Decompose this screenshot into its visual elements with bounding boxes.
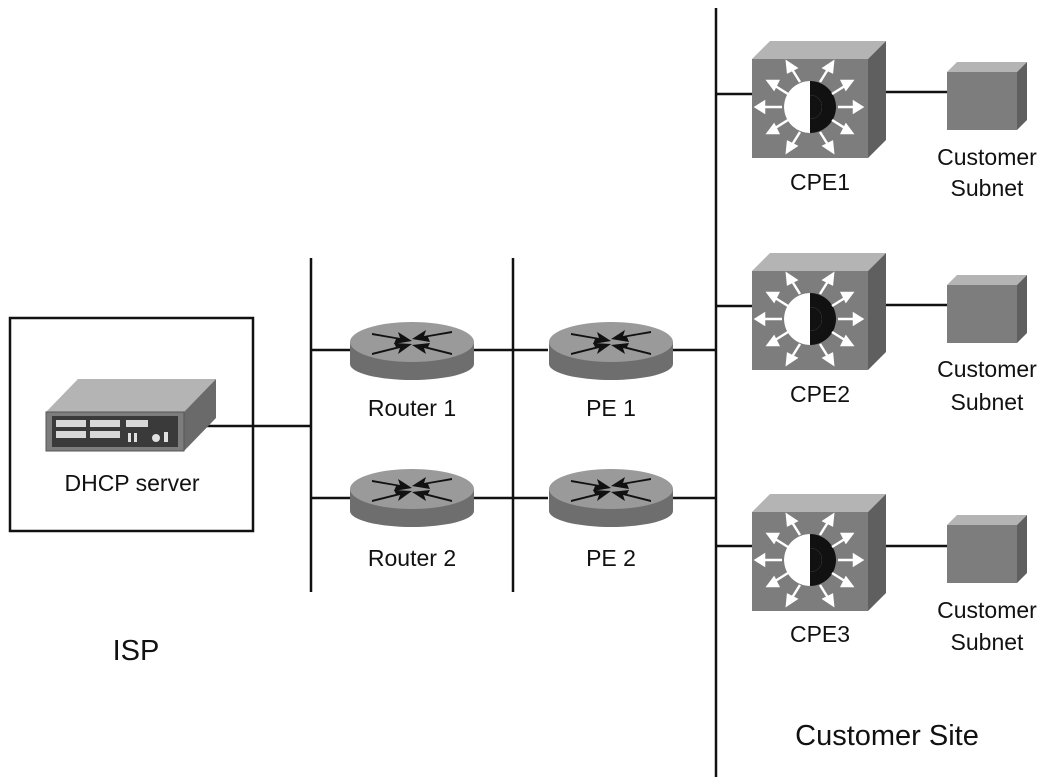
router-2-icon — [350, 469, 474, 527]
pe-1-label: PE 1 — [586, 395, 636, 421]
customer-site-zone-label: Customer Site — [795, 720, 979, 752]
router-2-label: Router 2 — [368, 545, 456, 571]
router-1-label: Router 1 — [368, 395, 456, 421]
cpe-1-icon — [752, 41, 886, 158]
dhcp-server-label: DHCP server — [64, 470, 199, 496]
customer-subnet-1-icon — [947, 62, 1027, 130]
customer-subnet-3-icon — [947, 515, 1027, 583]
isp-boundary-box — [8, 316, 255, 533]
dhcp-server-icon — [45, 379, 216, 452]
customer-subnet-3-label-line1: Customer — [937, 597, 1037, 623]
customer-subnet-2-label-line1: Customer — [937, 356, 1037, 382]
isp-zone-label: ISP — [113, 635, 160, 667]
cpe-2-icon — [752, 253, 886, 370]
pe-1-icon — [549, 322, 673, 380]
router-1-icon — [350, 322, 474, 380]
pe-2-icon — [549, 469, 673, 527]
pe-2-label: PE 2 — [586, 545, 636, 571]
customer-subnet-3-label-line2: Subnet — [951, 629, 1025, 655]
customer-subnet-1-label-line2: Subnet — [951, 175, 1025, 201]
network-links — [204, 8, 947, 777]
cpe-3-label: CPE3 — [790, 621, 850, 647]
cpe-3-icon — [752, 494, 886, 611]
customer-subnet-2-label-line2: Subnet — [951, 389, 1025, 415]
customer-subnet-2-icon — [947, 275, 1027, 343]
cpe-1-label: CPE1 — [790, 169, 850, 195]
customer-subnet-1-label-line1: Customer — [937, 144, 1037, 170]
cpe-2-label: CPE2 — [790, 381, 850, 407]
